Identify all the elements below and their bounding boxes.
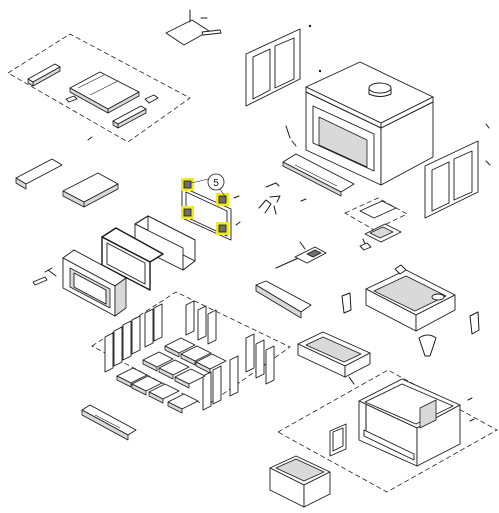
pedestal-boundary <box>277 369 498 493</box>
firebox-opening <box>318 116 368 168</box>
bracket-upper <box>15 158 63 185</box>
door-handle <box>258 182 307 215</box>
top-brackets <box>15 158 119 208</box>
grate-support <box>418 334 437 357</box>
door-gasket <box>101 227 164 291</box>
ash-pan <box>297 331 371 385</box>
baffle-bracket <box>65 95 78 103</box>
flue-collar <box>368 82 392 94</box>
door-glass <box>134 215 196 271</box>
ash-lip-trim <box>282 153 355 197</box>
baffle-kit-boundary <box>7 33 191 143</box>
firebox-bottom <box>365 264 456 332</box>
side-deflector <box>255 280 312 319</box>
ash-guide-group <box>344 197 408 251</box>
stove-door <box>62 249 127 317</box>
star-knob <box>394 264 407 275</box>
front-trim-bar <box>81 404 137 441</box>
baffle-kit-group <box>7 33 191 143</box>
pedestal-group <box>269 369 498 508</box>
damper-rod <box>275 241 327 269</box>
callout-number: 5 <box>213 178 219 189</box>
stove-body <box>285 61 434 186</box>
door-latch <box>32 267 57 286</box>
stove-side <box>380 96 434 186</box>
left-side-panel <box>245 24 322 107</box>
ash-guide-boundary <box>344 197 408 231</box>
firebrick-group <box>91 291 291 414</box>
leg-brackets <box>341 292 480 357</box>
heat-deflector <box>165 9 222 46</box>
baffle-board <box>69 71 140 110</box>
right-side-panel <box>424 123 491 219</box>
baffle-clip <box>144 94 159 104</box>
baffle-pin <box>87 136 93 141</box>
glass-retainer-clips <box>181 177 241 241</box>
callout-5: 5 <box>207 173 225 191</box>
